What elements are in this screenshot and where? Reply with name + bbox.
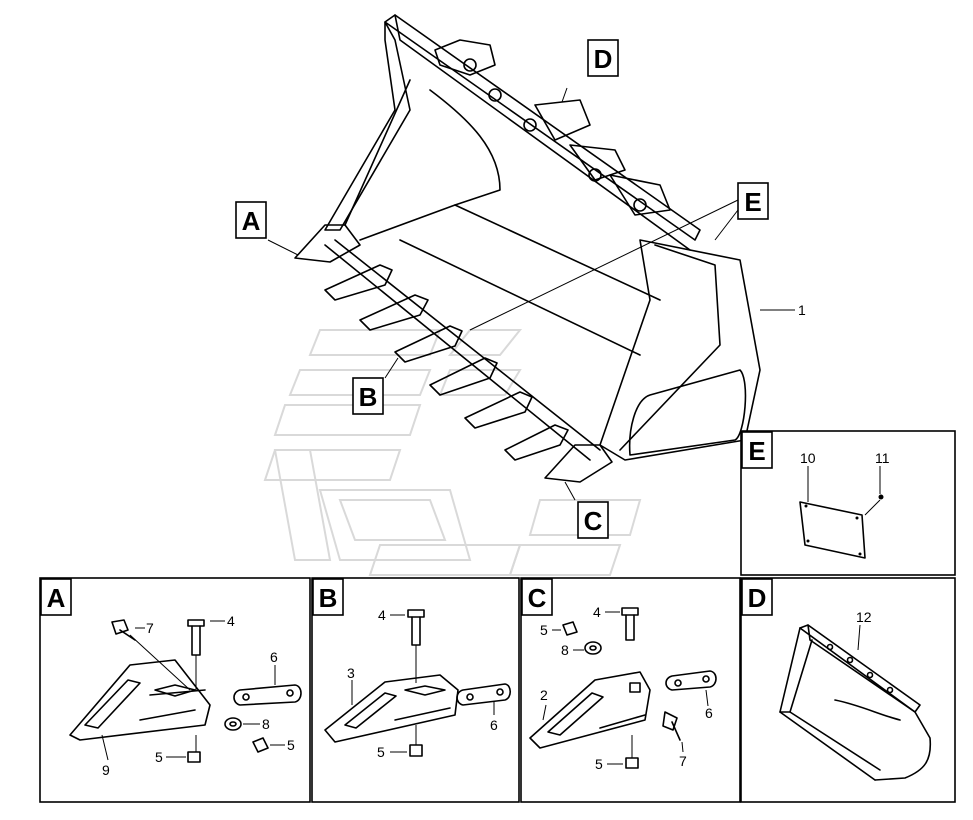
part-number-1: 1: [798, 302, 806, 318]
svg-text:B: B: [319, 583, 338, 613]
part-number-12: 12: [856, 609, 872, 625]
part-number-4: 4: [227, 613, 235, 629]
detail-panel-D: D 12: [740, 577, 956, 803]
svg-text:A: A: [47, 583, 66, 613]
detail-panel-A: A 7 4 6 8 5: [39, 577, 311, 803]
svg-text:E: E: [748, 436, 765, 466]
callout-D: D: [587, 39, 619, 77]
svg-text:C: C: [584, 506, 603, 536]
svg-text:E: E: [744, 187, 761, 217]
callout-A: A: [235, 201, 267, 239]
detail-panel-C: C 4 5 8 6 2 7 5: [520, 577, 741, 803]
part-number-8: 8: [262, 716, 270, 732]
part-number-9: 9: [102, 762, 110, 778]
svg-text:A: A: [242, 206, 261, 236]
part-number-10: 10: [800, 450, 816, 466]
part-number-2: 2: [540, 687, 548, 703]
part-number-5: 5: [155, 749, 163, 765]
callout-E: E: [737, 182, 769, 220]
detail-panel-E: E 10 11: [740, 430, 956, 576]
part-number-6: 6: [705, 705, 713, 721]
svg-text:C: C: [528, 583, 547, 613]
part-number-5: 5: [595, 756, 603, 772]
svg-text:B: B: [359, 382, 378, 412]
bucket-main-view: [267, 14, 795, 501]
part-number-8: 8: [561, 642, 569, 658]
detail-panel-B: B 4 3 6 5: [311, 577, 520, 803]
part-number-6: 6: [490, 717, 498, 733]
part-number-5: 5: [287, 737, 295, 753]
callout-C: C: [577, 501, 609, 539]
part-number-5: 5: [377, 744, 385, 760]
svg-text:D: D: [748, 583, 767, 613]
part-number-5: 5: [540, 622, 548, 638]
callout-B: B: [352, 377, 384, 415]
part-number-7: 7: [679, 753, 687, 769]
part-number-11: 11: [875, 450, 890, 466]
part-number-4: 4: [593, 604, 601, 620]
part-number-4: 4: [378, 607, 386, 623]
part-number-3: 3: [347, 665, 355, 681]
part-number-6: 6: [270, 649, 278, 665]
part-number-7: 7: [146, 620, 154, 636]
svg-text:D: D: [594, 44, 613, 74]
